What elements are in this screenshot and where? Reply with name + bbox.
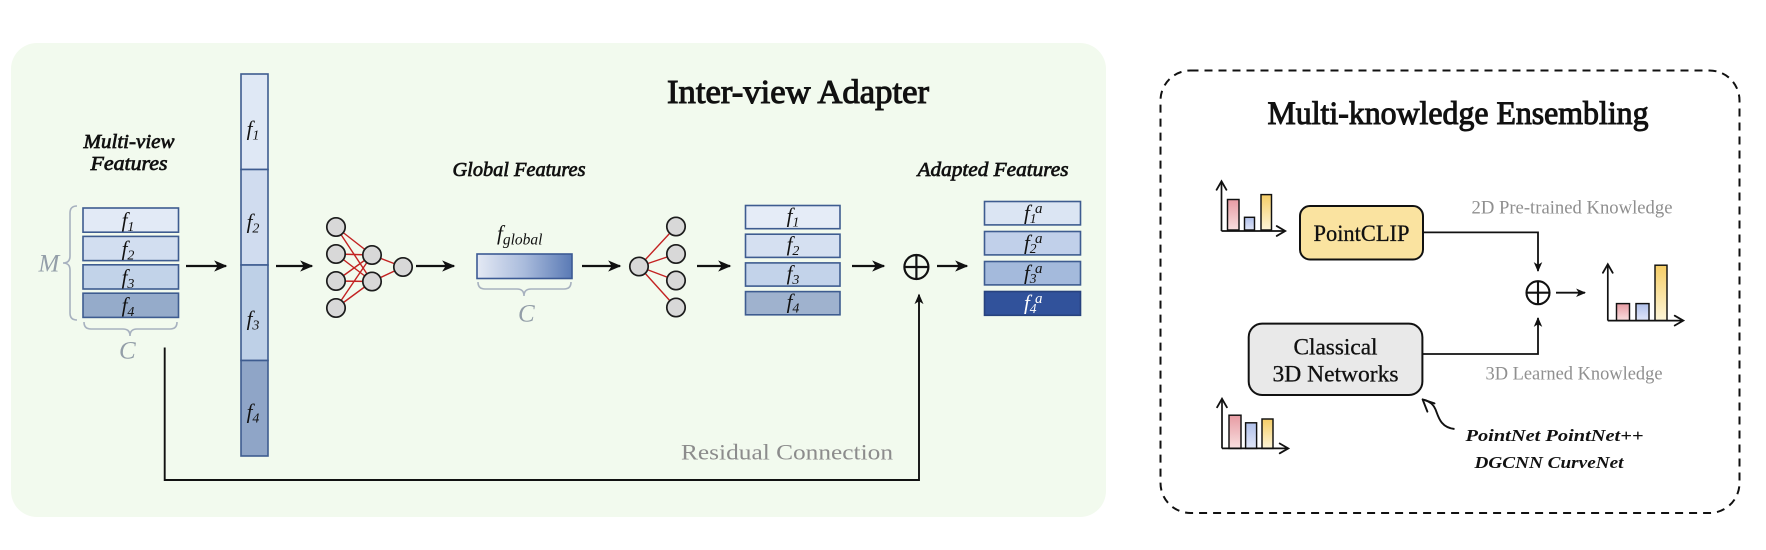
svg-text:1: 1 bbox=[1030, 211, 1037, 226]
svg-text:M: M bbox=[38, 251, 61, 278]
svg-text:Features: Features bbox=[89, 153, 167, 175]
svg-text:Global Features: Global Features bbox=[453, 159, 586, 181]
svg-text:Inter-view Adapter: Inter-view Adapter bbox=[667, 74, 930, 111]
svg-text:C: C bbox=[518, 301, 535, 328]
svg-text:PointNet PointNet++: PointNet PointNet++ bbox=[1464, 426, 1643, 445]
svg-text:a: a bbox=[1035, 201, 1043, 217]
svg-text:a: a bbox=[1035, 291, 1043, 307]
svg-text:Multi-knowledge Ensembling: Multi-knowledge Ensembling bbox=[1268, 96, 1649, 132]
svg-text:3D Networks: 3D Networks bbox=[1273, 362, 1399, 387]
svg-text:f: f bbox=[1024, 291, 1033, 315]
svg-text:f: f bbox=[1024, 201, 1033, 225]
svg-text:Multi-view: Multi-view bbox=[82, 131, 175, 153]
svg-text:2: 2 bbox=[1030, 241, 1037, 256]
svg-text:3: 3 bbox=[1029, 271, 1037, 286]
svg-text:3D Learned Knowledge: 3D Learned Knowledge bbox=[1486, 364, 1663, 385]
svg-text:Classical: Classical bbox=[1294, 335, 1378, 360]
svg-text:Adapted Features: Adapted Features bbox=[915, 159, 1068, 181]
svg-text:4: 4 bbox=[1030, 301, 1037, 316]
svg-text:C: C bbox=[119, 338, 136, 365]
svg-text:f: f bbox=[1024, 261, 1033, 285]
svg-text:f: f bbox=[1024, 231, 1033, 255]
svg-text:Residual Connection: Residual Connection bbox=[681, 440, 893, 465]
svg-text:2D Pre-trained Knowledge: 2D Pre-trained Knowledge bbox=[1472, 198, 1673, 219]
svg-text:PointCLIP: PointCLIP bbox=[1314, 221, 1410, 246]
svg-text:DGCNN CurveNet: DGCNN CurveNet bbox=[1473, 453, 1625, 472]
svg-text:a: a bbox=[1035, 261, 1043, 277]
svg-text:a: a bbox=[1035, 231, 1043, 247]
